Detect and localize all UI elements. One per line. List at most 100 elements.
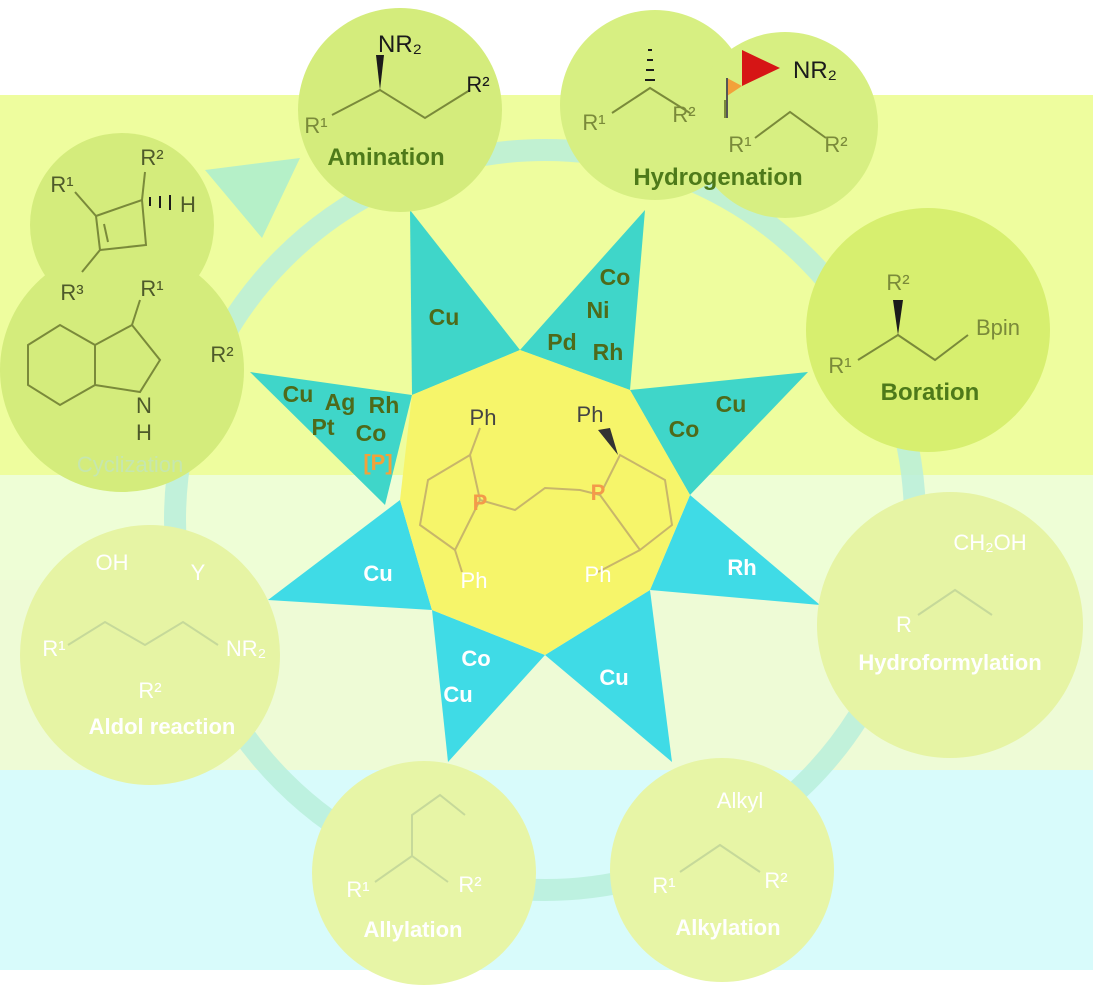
ind-n: N [136,393,152,418]
amination-skeleton [331,88,471,120]
catalyst-spikes [250,210,820,762]
hydroformylation-top: CH₂OH [953,530,1026,555]
cat-amination-cu: Cu [429,304,460,330]
ind-r1: R¹ [140,276,163,301]
ligand-p-left: P [473,490,488,515]
cat-hydrogenation-ni: Ni [587,297,610,323]
boration-wedge [893,300,903,335]
cat-cyclization-rh: Rh [369,392,400,418]
band-bottom [0,770,1093,970]
spike-hydroformylation [650,495,820,605]
bubble-boration [806,208,1050,452]
bubble-hydrogenation-b [692,32,878,218]
wedge-bond-right [598,428,618,455]
boration-top: R² [886,270,909,295]
spike-aldol [268,500,432,610]
hydrogenation-skeleton-a [611,86,691,114]
boration-left: R¹ [828,353,851,378]
ligand-structure [418,427,674,573]
cat-cyclization-cu: Cu [283,381,314,407]
hydrogenation-left-b: R¹ [728,132,751,157]
cat-hydroformylation-rh: Rh [727,555,756,580]
cat-cyclization-co: Co [356,420,387,446]
allylation-right: R² [458,872,481,897]
cat-cyclization-ag: Ag [325,389,356,415]
bubble-hydroformylation [817,492,1083,758]
cat-boration-co: Co [669,416,700,442]
ph-bond-right-bottom [597,549,641,573]
ethylene-bridge [479,486,601,512]
allylation-left: R¹ [346,877,369,902]
hydroformylation-skeleton [917,588,993,616]
spike-cyclization [250,372,412,505]
cb-r3: R³ [60,280,83,305]
spike-alkylation [545,590,672,762]
ph-bond-left-bottom [454,549,463,573]
cyclobutene-ring [94,198,148,252]
red-flag [742,50,780,86]
ind-r2: R² [210,342,233,367]
alkylation-right: R² [764,868,787,893]
amination-wedge [376,55,384,90]
cb-r3-bond [81,249,101,273]
ind-r1-bond [131,299,141,326]
orange-flag [727,78,742,96]
cb-r1-bond [74,191,97,217]
allyl-group [411,793,466,856]
label-amination: Amination [327,144,444,171]
hydrogenation-left-a: R¹ [582,110,605,135]
bubble-amination [298,8,502,212]
ligand-ph-right-bottom: Ph [585,562,612,587]
cat-cyclization-pt: Pt [312,414,335,440]
cat-hydrogenation-pd: Pd [547,329,576,355]
boration-right: Bpin [976,315,1020,340]
cb-r1: R¹ [50,172,73,197]
cat-boration-cu: Cu [716,391,747,417]
label-aldol: Aldol reaction [89,714,236,739]
phospholane-right [598,453,674,552]
cb-r2: R² [140,145,163,170]
aldol-left: R¹ [42,636,65,661]
hydrogenation-right-a: R² [672,102,695,127]
hydrogenation-hash [645,49,655,81]
aldol-bottom: R² [138,678,161,703]
cb-h: H [180,192,196,217]
cat-hydrogenation-rh: Rh [593,339,624,365]
ind-h: H [136,420,152,445]
label-cyclization: Cyclization [77,452,183,477]
bubble-alkylation [610,758,834,982]
label-allylation: Allylation [363,917,462,942]
aldol-oh: OH [96,550,129,575]
indoline-ring [94,323,162,394]
bubble-aldol [20,525,280,785]
alkylation-skeleton [679,843,761,873]
hydrogenation-right-b: R² [824,132,847,157]
molecule-lines [27,86,993,883]
ph-bond-left-top [469,427,481,456]
cat-allylation-cu: Cu [443,682,472,707]
ligand-p-right: P [591,480,606,505]
ligand-ph-left-bottom: Ph [461,568,488,593]
spike-boration [630,372,808,495]
cb-r2-bond [141,171,146,201]
aldol-y: Y [191,560,206,585]
bubble-cyclization-b [0,248,244,492]
cat-allylation-co: Co [461,646,490,671]
hydrogenation-skeleton-b [754,110,827,139]
hydrogenation-top: NR₂ [793,57,837,84]
ligand-ph-left-top: Ph [470,405,497,430]
label-hydroformylation: Hydroformylation [858,650,1041,675]
amination-left: R¹ [304,113,327,138]
cyclobutene-double [103,223,109,243]
label-boration: Boration [881,379,980,406]
aldol-skeleton [67,620,219,647]
cat-aldol-cu: Cu [363,561,392,586]
phospholane-left [418,453,482,552]
ligand-ph-right-top: Ph [577,402,604,427]
alkylation-left: R¹ [652,873,675,898]
boration-skeleton [857,333,969,362]
label-alkylation: Alkylation [675,915,780,940]
cyclobutene-hash [149,195,171,210]
spike-hydrogenation [520,210,645,390]
